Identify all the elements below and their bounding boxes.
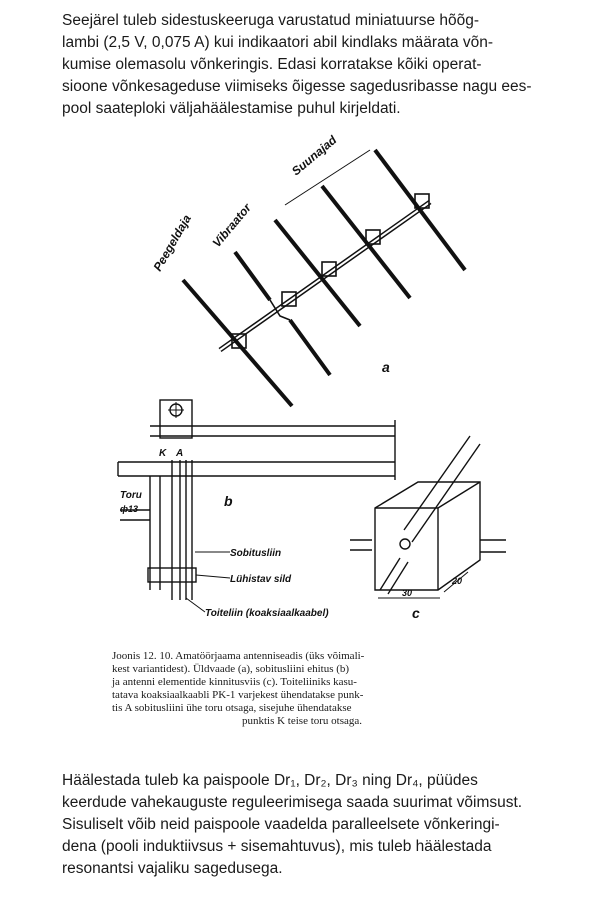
label-toru-num: ф13 [120, 504, 138, 514]
outro-line: resonantsi vajaliku sagedusega. [62, 860, 283, 877]
outro-line: keerdude vahekauguste reguleerimisega sa… [62, 794, 523, 811]
matching-line-view [117, 399, 396, 613]
outro-line: Häälestada tuleb ka paispoole Dr₁, Dr₂, … [62, 772, 478, 789]
outro-paragraph: Häälestada tuleb ka paispoole Dr₁, Dr₂, … [62, 770, 582, 880]
caption-line: kest variantidest). Üldvaade (a), sobitu… [112, 663, 350, 675]
outro-line: dena (pooli induktiivsus + sisemahtuvus)… [62, 838, 492, 855]
caption-last-line: punktis K teise toru otsaga. [241, 715, 363, 727]
label-luhistav-sild: Lühistav sild [230, 574, 292, 585]
label-toiteliin: Toiteliin (koaksiaalkaabel) [205, 608, 329, 619]
label-dim-20: 20 [451, 576, 462, 586]
figure-caption: Joonis 12. 10. Amatöörjaama antenniseadi… [112, 650, 492, 728]
antenna-drawing: Suunajad Vibraator Peegeldaja a K A b To… [117, 132, 506, 621]
yagi-antenna-view [181, 148, 467, 408]
label-vibraator: Vibraator [210, 200, 255, 250]
intro-line: sioone võnkesageduse viimiseks õigesse s… [62, 78, 532, 95]
label-sobitusliin: Sobitusliin [230, 548, 281, 559]
label-a-point: A [175, 448, 183, 459]
label-suunajad: Suunajad [289, 132, 340, 178]
outro-line: Sisuliselt võib neid paispoole vaadelda … [62, 816, 500, 833]
caption-line: tatava koaksiaalkaabli PK-1 varjekest üh… [112, 689, 364, 701]
label-peegeldaja: Peegeldaja [150, 212, 194, 274]
caption-line: ja antenni elementide kinnitusviis (c). … [112, 676, 357, 688]
label-a: a [382, 359, 390, 375]
element-mount-view [350, 435, 506, 599]
label-k: K [159, 448, 167, 459]
intro-line: Seejärel tuleb sidestuskeeruga varustatu… [62, 12, 480, 29]
label-b: b [224, 493, 233, 509]
antenna-figure: Suunajad Vibraator Peegeldaja a K A b To… [0, 120, 600, 640]
label-dim-30: 30 [402, 588, 412, 598]
intro-paragraph: Seejärel tuleb sidestuskeeruga varustatu… [62, 10, 562, 120]
label-toru: Toru [120, 490, 142, 501]
intro-line: lambi (2,5 V, 0,075 A) kui indikaatori a… [62, 34, 494, 51]
label-c: c [412, 605, 420, 621]
caption-line: tis A sobitusliini ühe toru otsaga, sise… [112, 702, 352, 714]
caption-line: Joonis 12. 10. Amatöörjaama antenniseadi… [112, 650, 365, 662]
intro-line: pool saateploki väljahäälestamise puhul … [62, 100, 401, 117]
intro-line: kumise olemasolu võnkeringis. Edasi korr… [62, 56, 482, 73]
